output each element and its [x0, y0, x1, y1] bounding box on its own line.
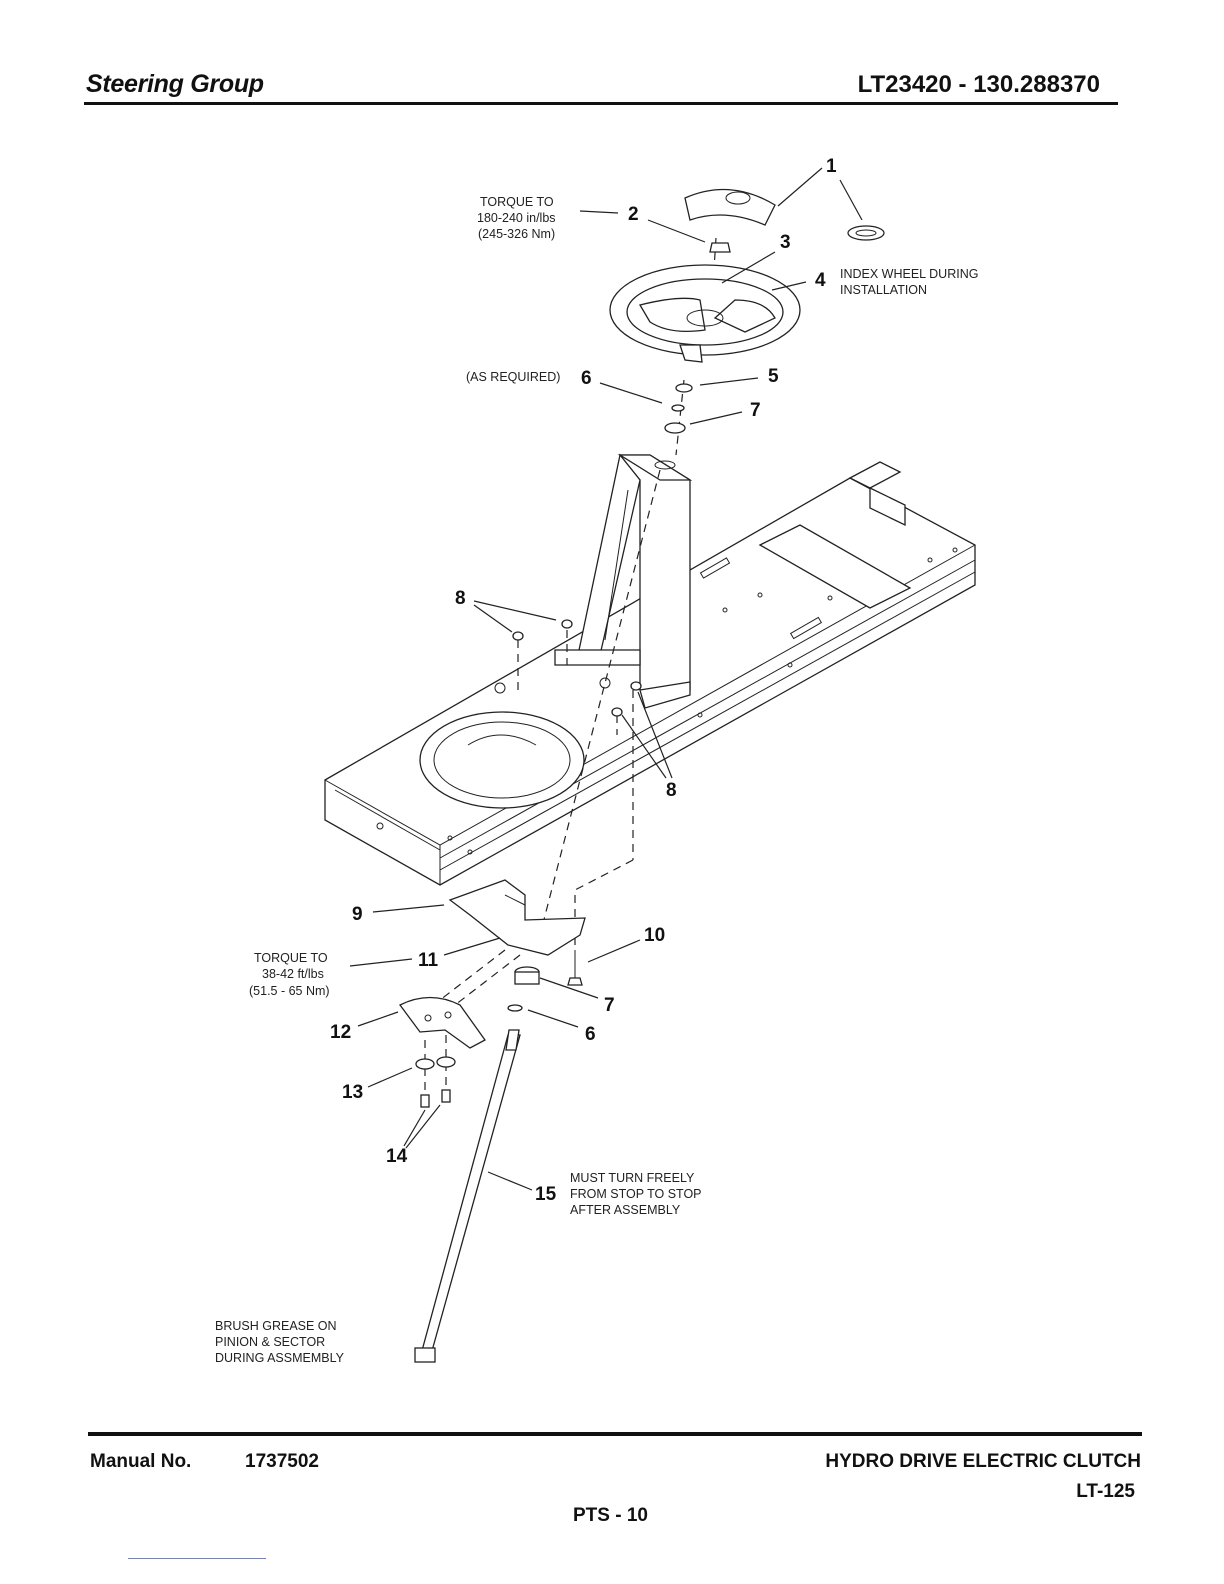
callout-11: 11 — [418, 950, 439, 971]
sector-gear — [399, 996, 486, 1049]
nut — [709, 242, 731, 253]
model-number: LT23420 - 130.288370 — [857, 71, 1100, 98]
notes: TORQUE TO 180-240 in/lbs (245-326 Nm) IN… — [215, 195, 978, 1365]
washer-6 — [507, 1004, 523, 1012]
bolts-14 — [420, 1089, 451, 1108]
callout-numbers: 1 2 3 4 5 6 7 8 8 9 10 11 7 6 12 13 14 1… — [330, 156, 837, 1205]
link-underline — [128, 1558, 266, 1559]
insert-disc — [847, 225, 885, 241]
callout-4: 4 — [815, 270, 826, 291]
steering-cap — [684, 188, 776, 226]
note-grease-1: BRUSH GREASE ON — [215, 1319, 337, 1333]
callout-14: 14 — [386, 1146, 408, 1167]
note-torque-top-3: (245-326 Nm) — [478, 227, 555, 241]
callout-10: 10 — [644, 925, 665, 946]
callout-8-bottom: 8 — [666, 780, 677, 801]
note-as-required: (AS REQUIRED) — [466, 370, 560, 384]
callout-1: 1 — [826, 156, 837, 177]
note-torque-mid-2: 38-42 ft/lbs — [262, 967, 324, 981]
steering-wheel — [609, 264, 801, 363]
manual-number: 1737502 — [245, 1451, 319, 1472]
note-grease-2: PINION & SECTOR — [215, 1335, 325, 1349]
bolts-8 — [512, 619, 642, 717]
note-turn-freely-3: AFTER ASSEMBLY — [570, 1203, 681, 1217]
bolt-10 — [567, 950, 583, 986]
footer-description: HYDRO DRIVE ELECTRIC CLUTCH — [825, 1451, 1141, 1472]
callout-6-bottom: 6 — [585, 1024, 596, 1045]
callout-7-top: 7 — [750, 400, 761, 421]
note-torque-mid-1: TORQUE TO — [254, 951, 328, 965]
callout-12: 12 — [330, 1022, 351, 1043]
header-rule — [84, 102, 1118, 105]
bushing-7 — [514, 966, 540, 985]
footer-rule — [88, 1432, 1142, 1436]
note-turn-freely-1: MUST TURN FREELY — [570, 1171, 695, 1185]
steering-column-support — [554, 453, 693, 709]
note-torque-mid-3: (51.5 - 65 Nm) — [249, 984, 330, 998]
callout-6-top: 6 — [581, 368, 592, 389]
note-grease-3: DURING ASSMEMBLY — [215, 1351, 345, 1365]
note-index-wheel-1: INDEX WHEEL DURING — [840, 267, 978, 281]
manual-label: Manual No. — [90, 1451, 192, 1472]
page-title: Steering Group — [86, 70, 264, 98]
footer-model-code: LT-125 — [1076, 1481, 1135, 1502]
washers-column — [664, 383, 693, 434]
lock-washers-13 — [415, 1056, 456, 1070]
steering-shaft — [414, 1029, 521, 1363]
note-turn-freely-2: FROM STOP TO STOP — [570, 1187, 702, 1201]
callout-15: 15 — [535, 1184, 557, 1205]
callout-5: 5 — [768, 366, 779, 387]
callout-9: 9 — [352, 904, 363, 925]
frame-cutout — [419, 711, 585, 809]
callout-7-bottom: 7 — [604, 995, 615, 1016]
leader-lines — [349, 167, 863, 1191]
callout-8-top: 8 — [455, 588, 466, 609]
callout-2: 2 — [628, 204, 639, 225]
note-torque-top-1: TORQUE TO — [480, 195, 554, 209]
callout-13: 13 — [342, 1082, 363, 1103]
note-index-wheel-2: INSTALLATION — [840, 283, 927, 297]
page-number: PTS - 10 — [573, 1505, 648, 1526]
mounting-bracket — [448, 879, 586, 956]
note-torque-top-2: 180-240 in/lbs — [477, 211, 556, 225]
callout-3: 3 — [780, 232, 791, 253]
